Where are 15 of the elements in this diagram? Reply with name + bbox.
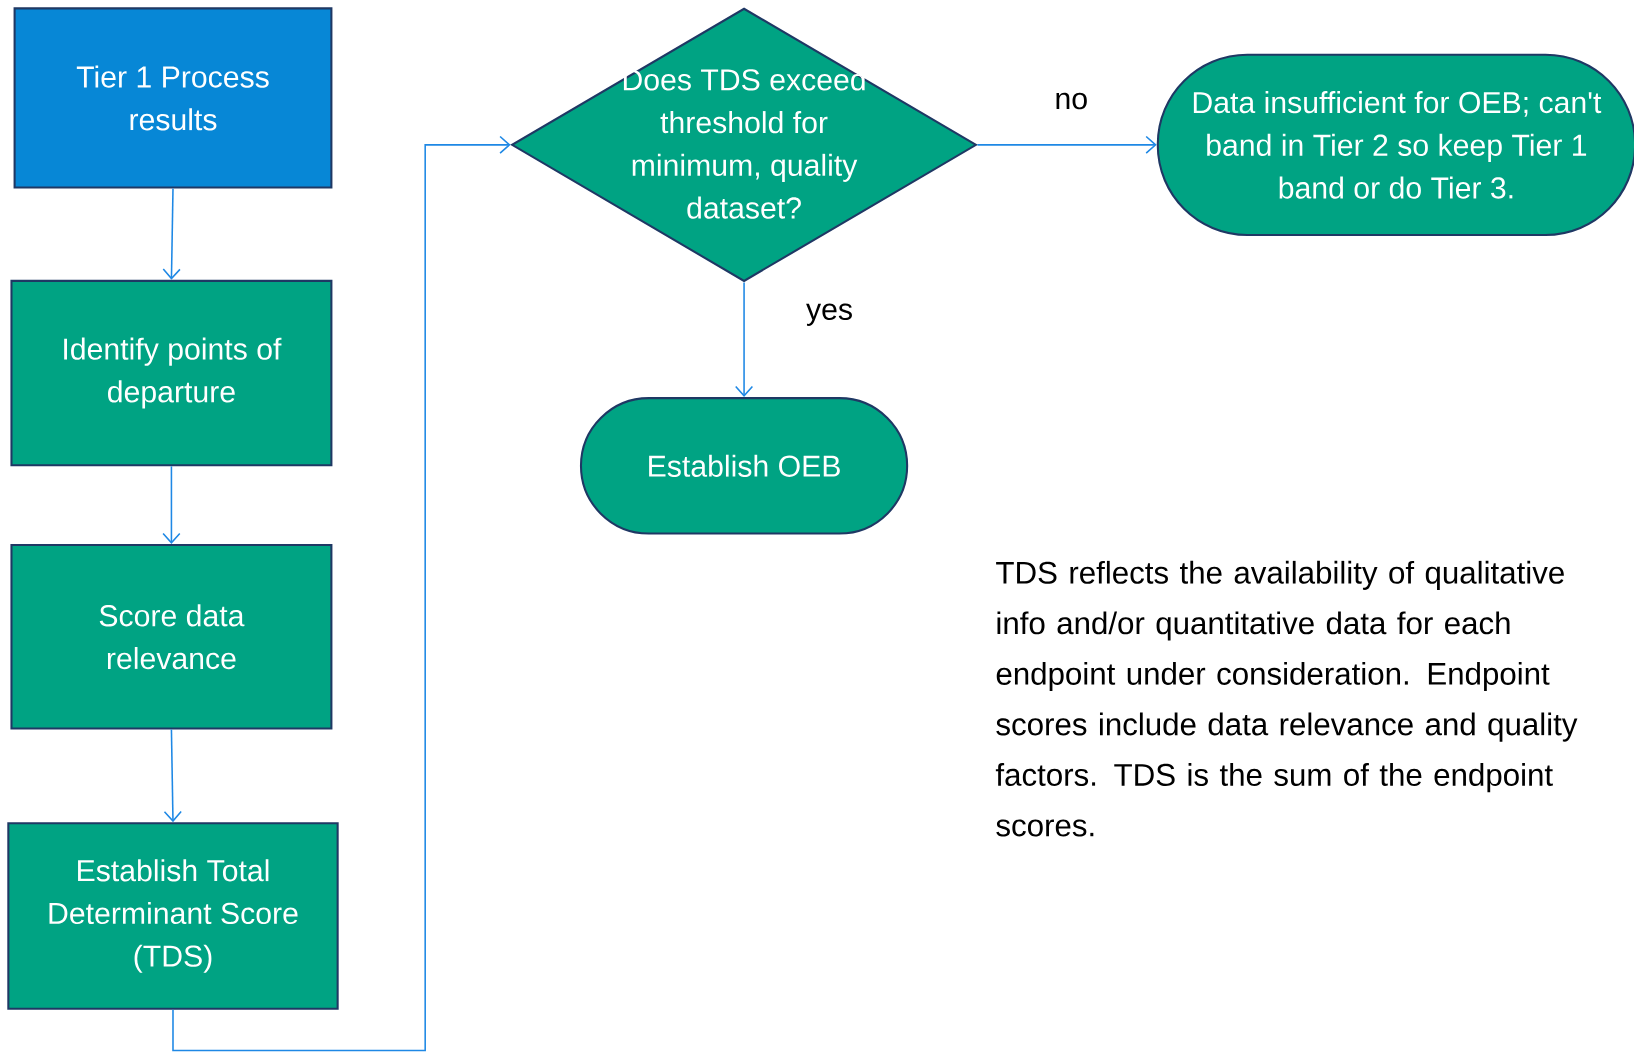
arrow [976,135,1157,155]
terminal-box: Data insufficient for OEB; can't band in Tier 2 so keep Tier 1 band or do Tier 3. [1156,53,1634,237]
arrow [734,281,754,398]
arrow [162,188,181,280]
process-box: Identify points of departure [10,280,333,467]
note-text: TDS reflects the availability of qualitative info and/or quantitative data for each endpoint under consideration. Endpoint scores include data relevance and quality factors. TDS is the sum of the endpoint scores. [995,561,1578,837]
process-box: Score data relevance [10,544,333,730]
terminal-box: Establish OEB [579,397,909,535]
arrow [163,728,182,823]
edge-label: yes [803,301,856,329]
arrow [172,135,511,1052]
edge-label: no [1052,90,1091,112]
process-box: Establish Total Determinant Score (TDS) [7,822,339,1010]
arrow [162,465,181,545]
process-box: Tier 1 Process results [13,7,333,189]
